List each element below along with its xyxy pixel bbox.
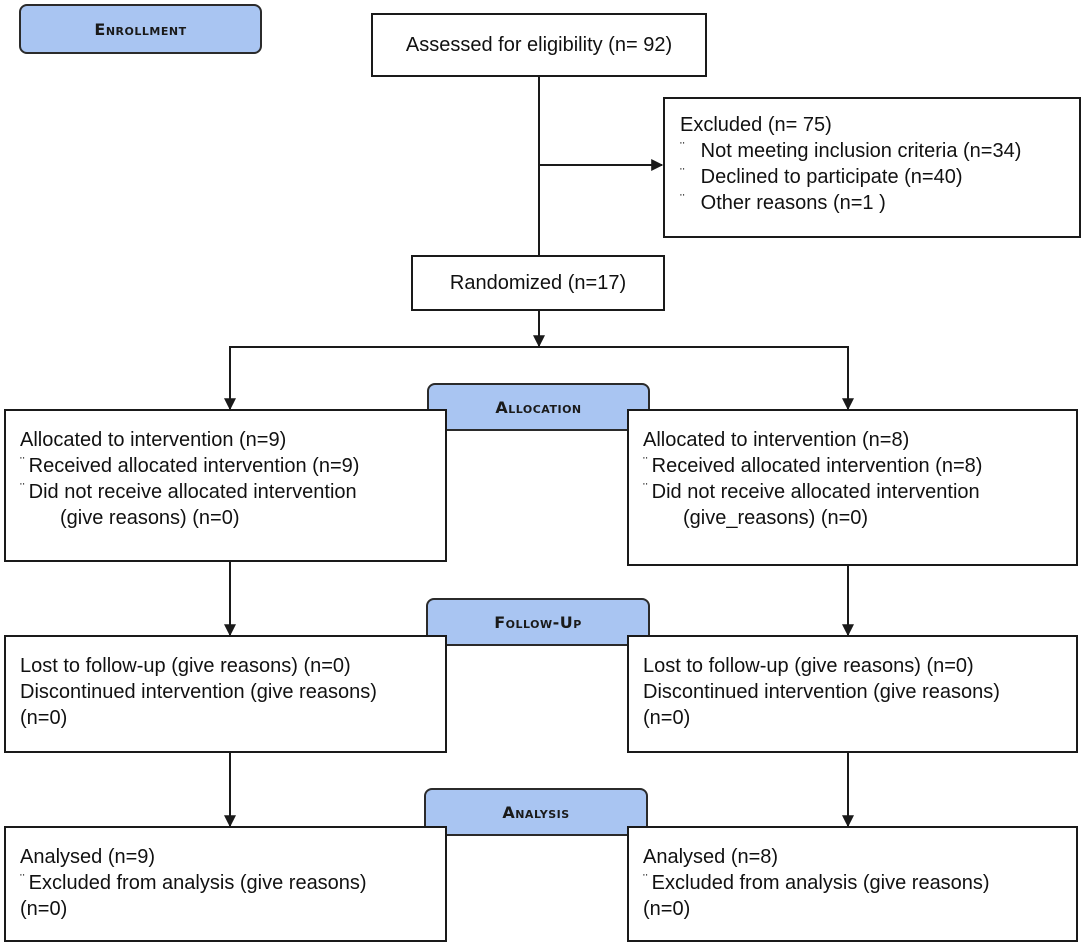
randomized-box: Randomized (n=17)	[411, 255, 665, 311]
analysis-right-excluded-text: Excluded from analysis (give reasons)	[651, 872, 990, 894]
analysis-left-box: Analysed (n=9) ¨Excluded from analysis (…	[4, 826, 447, 942]
allocation-right-box: Allocated to intervention (n=8) ¨Receive…	[627, 409, 1078, 566]
allocation-right-received: ¨Received allocated intervention (n=8)	[643, 453, 1066, 479]
randomized-text: Randomized (n=17)	[449, 271, 627, 294]
allocation-right-not-received: ¨Did not receive allocated intervention	[643, 479, 1066, 505]
stage-analysis: Analysis	[424, 788, 648, 836]
follow-up-left-box: Lost to follow-up (give reasons) (n=0) D…	[4, 635, 447, 753]
analysis-left-excluded: ¨Excluded from analysis (give reasons)	[20, 870, 435, 896]
bullet-icon: ¨	[680, 191, 685, 207]
allocation-left-received: ¨Received allocated intervention (n=9)	[20, 453, 435, 479]
bullet-icon: ¨	[20, 480, 25, 496]
allocation-left-not-received-text: Did not receive allocated intervention	[28, 481, 357, 503]
allocation-left-box: Allocated to intervention (n=9) ¨Receive…	[4, 409, 447, 562]
analysis-right-box: Analysed (n=8) ¨Excluded from analysis (…	[627, 826, 1078, 942]
analysis-left-count: (n=0)	[20, 898, 68, 920]
excluded-item: ¨ Declined to participate (n=40)	[680, 164, 1071, 190]
bullet-icon: ¨	[643, 871, 648, 887]
follow-up-left-discontinued: Discontinued intervention (give reasons)	[20, 681, 377, 703]
follow-up-left-count: (n=0)	[20, 707, 68, 729]
analysis-right-count: (n=0)	[643, 898, 691, 920]
bullet-icon: ¨	[20, 454, 25, 470]
stage-allocation: Allocation	[427, 383, 650, 431]
follow-up-right-discontinued: Discontinued intervention (give reasons)	[643, 681, 1000, 703]
analysis-right-excluded: ¨Excluded from analysis (give reasons)	[643, 870, 1066, 896]
allocation-right-heading: Allocated to intervention (n=8)	[643, 429, 910, 451]
stage-enrollment: Enrollment	[19, 4, 262, 54]
follow-up-right-lost: Lost to follow-up (give reasons) (n=0)	[643, 655, 974, 677]
stage-follow-up: Follow-Up	[426, 598, 650, 646]
excluded-item: ¨ Other reasons (n=1 )	[680, 190, 1071, 216]
follow-up-right-box: Lost to follow-up (give reasons) (n=0) D…	[627, 635, 1078, 753]
excluded-item: ¨ Not meeting inclusion criteria (n=34)	[680, 138, 1071, 164]
allocation-right-reasons: (give_reasons) (n=0)	[683, 507, 869, 529]
excluded-box: Excluded (n= 75) ¨ Not meeting inclusion …	[663, 97, 1081, 238]
assessed-text: Assessed for eligibility (n= 92)	[405, 33, 673, 56]
allocation-right-received-text: Received allocated intervention (n=8)	[651, 455, 983, 477]
excluded-item-text: Declined to participate (n=40)	[700, 166, 963, 188]
follow-up-left-lost: Lost to follow-up (give reasons) (n=0)	[20, 655, 351, 677]
bullet-icon: ¨	[680, 165, 685, 181]
analysis-left-analysed: Analysed (n=9)	[20, 846, 156, 868]
assessed-box: Assessed for eligibility (n= 92)	[371, 13, 707, 77]
excluded-item-text: Not meeting inclusion criteria (n=34)	[700, 140, 1022, 162]
allocation-right-not-received-text: Did not receive allocated intervention	[651, 481, 980, 503]
allocation-left-reasons: (give reasons) (n=0)	[60, 507, 240, 529]
analysis-left-excluded-text: Excluded from analysis (give reasons)	[28, 872, 367, 894]
allocation-left-not-received: ¨Did not receive allocated intervention	[20, 479, 435, 505]
allocation-left-received-text: Received allocated intervention (n=9)	[28, 455, 360, 477]
bullet-icon: ¨	[643, 480, 648, 496]
follow-up-right-count: (n=0)	[643, 707, 691, 729]
bullet-icon: ¨	[20, 871, 25, 887]
allocation-left-heading: Allocated to intervention (n=9)	[20, 429, 287, 451]
analysis-right-analysed: Analysed (n=8)	[643, 846, 779, 868]
excluded-item-text: Other reasons (n=1 )	[700, 192, 886, 214]
bullet-icon: ¨	[680, 139, 685, 155]
bullet-icon: ¨	[643, 454, 648, 470]
excluded-title: Excluded (n= 75)	[680, 114, 832, 136]
